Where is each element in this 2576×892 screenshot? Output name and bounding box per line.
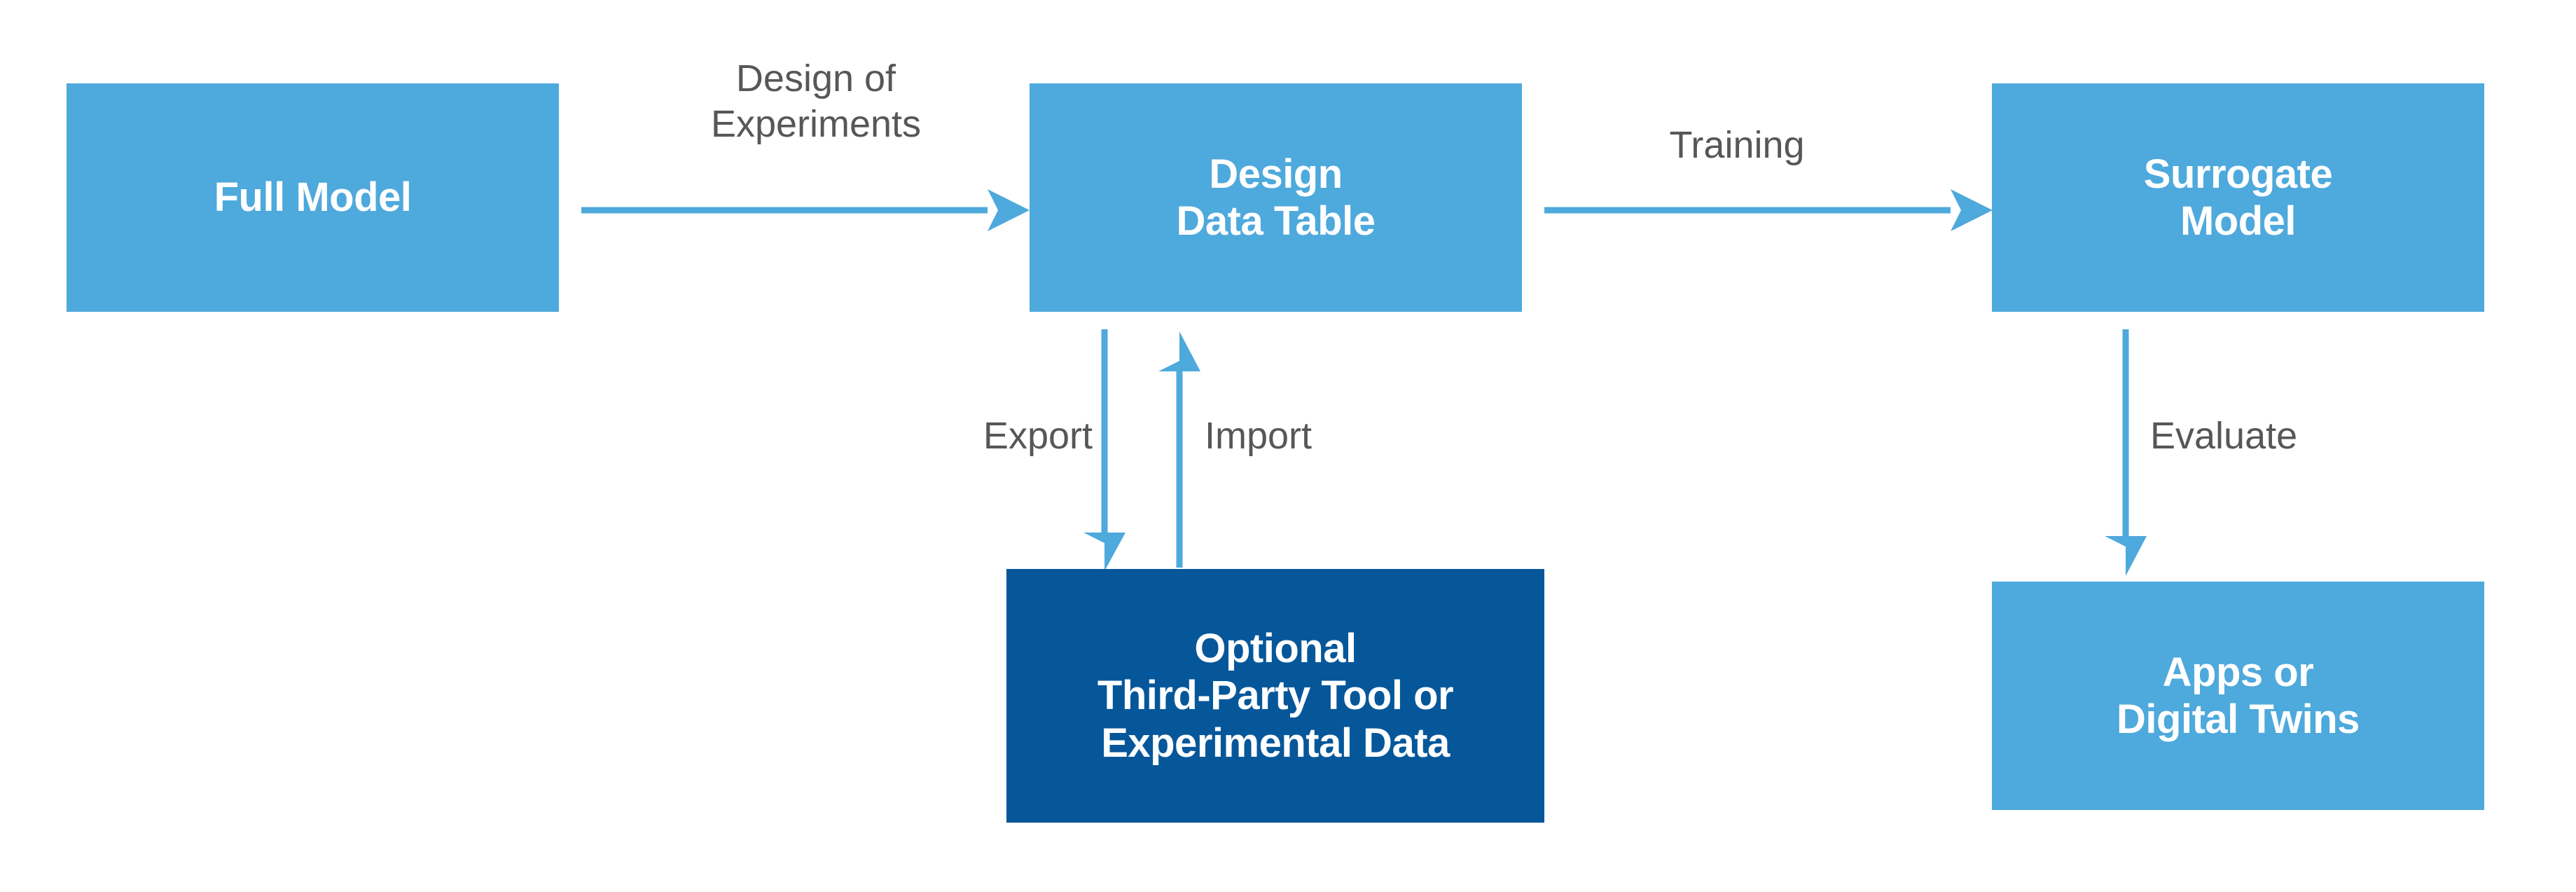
node-full-model-label: Full Model — [214, 174, 412, 221]
node-design-data-table-label: Design Data Table — [1176, 151, 1376, 244]
arrow-design-of-experiments — [581, 189, 1030, 231]
arrow-training — [1544, 189, 1993, 231]
edge-label-import: Import — [1205, 415, 1313, 457]
edge-label-training: Training — [1669, 124, 1805, 166]
arrow-evaluate — [2105, 329, 2147, 576]
node-third-party-tool-label: Optional Third-Party Tool or Experimenta… — [1097, 626, 1454, 766]
node-third-party-tool[interactable]: Optional Third-Party Tool or Experimenta… — [1006, 569, 1544, 823]
node-apps-digital-twins-label: Apps or Digital Twins — [2117, 649, 2360, 742]
node-surrogate-model[interactable]: Surrogate Model — [1992, 83, 2484, 312]
node-apps-digital-twins[interactable]: Apps or Digital Twins — [1992, 582, 2484, 810]
node-surrogate-model-label: Surrogate Model — [2143, 151, 2333, 244]
edge-label-evaluate: Evaluate — [2150, 415, 2298, 457]
node-full-model[interactable]: Full Model — [67, 83, 559, 312]
edge-label-export: Export — [983, 415, 1093, 457]
edge-label-design-of-experiments: Design of Experiments — [710, 57, 922, 145]
node-design-data-table[interactable]: Design Data Table — [1030, 83, 1522, 312]
arrow-import — [1158, 331, 1200, 568]
